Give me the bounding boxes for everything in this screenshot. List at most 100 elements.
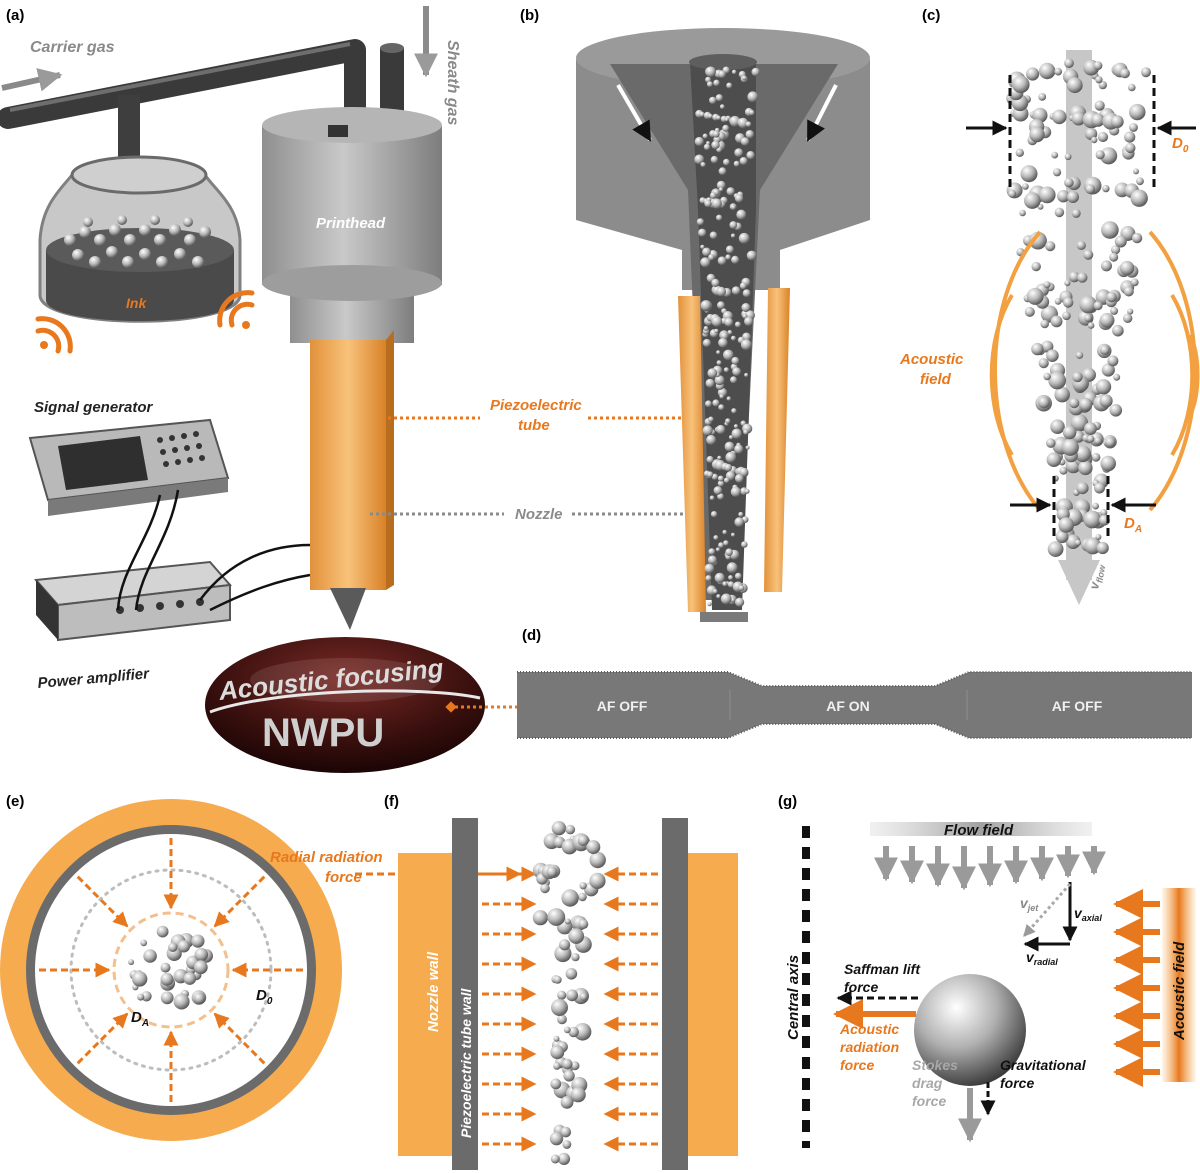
stream-particles [1006, 58, 1151, 557]
panel-c: D0 Acoustic field DA vflow [899, 50, 1200, 605]
particle [532, 910, 549, 926]
particle [746, 151, 755, 160]
particle [712, 399, 720, 407]
particle [725, 548, 733, 556]
d0-label-e: D0 [256, 987, 273, 1007]
particle [739, 282, 747, 290]
acoustic-field-label-g: Acoustic field [1171, 941, 1188, 1041]
particle [563, 1070, 575, 1082]
particle [1047, 541, 1064, 557]
inward-force-arrows [482, 866, 658, 1152]
particle [1129, 103, 1146, 121]
particle [1096, 541, 1109, 555]
particle [730, 233, 736, 238]
particle [705, 76, 712, 83]
particle [734, 474, 744, 483]
particle [715, 94, 723, 102]
particle [731, 408, 737, 414]
panel-label-f: (f) [384, 793, 399, 810]
particle [704, 199, 712, 208]
carrier-gas-arrow [1, 68, 63, 92]
particle [702, 425, 713, 436]
nozzle-label: Nozzle [515, 506, 563, 523]
particle [1095, 76, 1103, 84]
particle [707, 113, 713, 119]
particle [540, 883, 550, 894]
particle [1129, 123, 1138, 132]
particle [560, 1096, 574, 1109]
particle [734, 321, 741, 328]
particle [730, 376, 737, 384]
particle [1054, 386, 1070, 403]
vibration-icon-right [217, 290, 255, 329]
nozzle-wall-left [398, 853, 458, 1156]
acoustic-radiation-label-2: radiation [840, 1039, 899, 1055]
particle [1113, 373, 1121, 381]
particle [1046, 452, 1062, 468]
particle [718, 404, 725, 411]
particle [719, 104, 725, 110]
particle [1076, 482, 1089, 495]
particle [557, 990, 567, 1000]
particle [1066, 77, 1083, 94]
particle [547, 908, 566, 926]
particle [1125, 142, 1136, 154]
particle [731, 286, 741, 295]
particle [563, 1026, 571, 1034]
particle [716, 350, 721, 355]
particle [1038, 358, 1049, 369]
particle [713, 79, 720, 87]
particle [706, 81, 713, 88]
particle [1100, 147, 1118, 165]
stokes-label-3: force [912, 1093, 946, 1109]
radial-force-arrow [213, 875, 266, 928]
stokes-label-2: drag [912, 1075, 943, 1091]
particle [716, 115, 721, 121]
particle [725, 245, 734, 254]
particle [699, 111, 705, 118]
particle-sphere [914, 974, 1026, 1086]
particle [709, 96, 717, 105]
particle [160, 962, 171, 973]
particle [718, 542, 724, 549]
particle [731, 532, 735, 537]
particle [1112, 324, 1124, 337]
particle [1068, 271, 1080, 283]
particle [1119, 260, 1135, 276]
particle [702, 247, 711, 257]
particle [1020, 165, 1038, 183]
particle [738, 232, 750, 244]
particle [724, 441, 735, 452]
core-particles [128, 925, 214, 1010]
particle [557, 1152, 571, 1165]
signal-generator-label: Signal generator [34, 399, 154, 416]
particle [726, 396, 731, 401]
particle [562, 1058, 573, 1070]
particle [1093, 301, 1103, 311]
particle [702, 338, 712, 348]
acoustic-field-arrows [1113, 889, 1160, 1087]
particle [553, 1035, 560, 1042]
particle [1083, 249, 1094, 260]
particle [711, 278, 720, 287]
radial-force-arrows [39, 838, 303, 1102]
particle [717, 455, 722, 460]
particle [710, 511, 718, 518]
particle [723, 477, 730, 484]
particle [1029, 126, 1045, 143]
af-segment-2: AF ON [826, 698, 870, 714]
particle [546, 866, 558, 878]
particle [1101, 221, 1119, 239]
v-jet-label: vjet [1020, 895, 1039, 913]
cables [116, 489, 311, 612]
particle [716, 594, 721, 599]
particle [1109, 404, 1123, 417]
particle [1091, 452, 1101, 462]
particle [708, 254, 715, 261]
particle [1012, 75, 1030, 94]
particle [160, 972, 174, 986]
particle [1062, 425, 1077, 440]
particle [742, 289, 751, 298]
nozzle-tip [330, 588, 366, 630]
